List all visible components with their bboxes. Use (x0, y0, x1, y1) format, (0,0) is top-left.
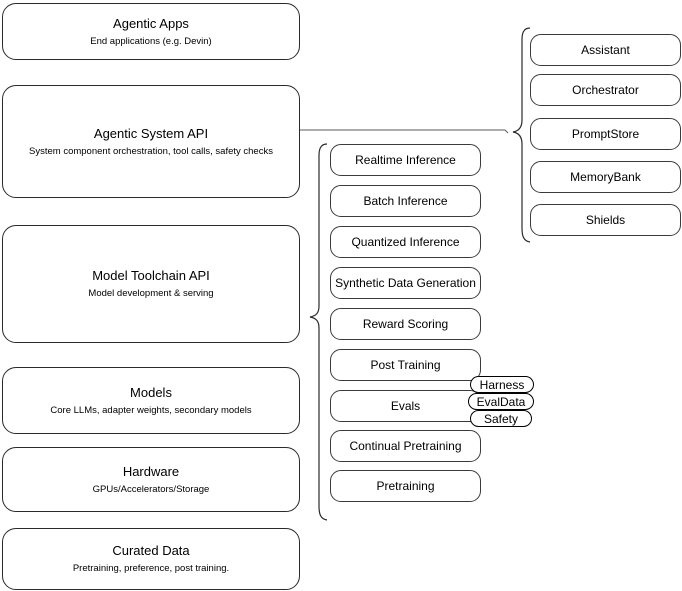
agentic-component-box-promptstore[interactable]: PromptStore (530, 118, 681, 150)
capability-label: Quantized Inference (351, 234, 460, 249)
agentic-component-label: Shields (585, 212, 626, 227)
layer-title: Hardware (122, 463, 180, 479)
capability-box-realtime-inference[interactable]: Realtime Inference (330, 144, 481, 176)
capability-label: Realtime Inference (355, 152, 456, 167)
agentic-component-label: MemoryBank (570, 169, 641, 184)
layer-subtitle: Core LLMs, adapter weights, secondary mo… (50, 404, 252, 416)
layer-box-hardware[interactable]: Hardware GPUs/Accelerators/Storage (2, 447, 300, 512)
agentic-component-label: Orchestrator (572, 82, 639, 97)
layer-title: Curated Data (112, 543, 190, 558)
capability-box-quantized-inference[interactable]: Quantized Inference (330, 226, 481, 258)
capability-box-batch-inference[interactable]: Batch Inference (330, 185, 481, 217)
layer-title: Model Toolchain API (92, 268, 210, 283)
capability-box-reward-scoring[interactable]: Reward Scoring (330, 308, 481, 340)
layer-subtitle: Model development & serving (88, 288, 214, 299)
capability-box-continual-pretraining[interactable]: Continual Pretraining (330, 430, 481, 462)
layer-box-models[interactable]: Models Core LLMs, adapter weights, secon… (2, 367, 300, 434)
evals-badge-evaldata[interactable]: EvalData (468, 393, 534, 410)
capability-label: Evals (390, 398, 421, 413)
capability-label: Batch Inference (363, 193, 448, 208)
evals-badge-label: EvalData (476, 394, 526, 409)
layer-subtitle: Pretraining, preference, post training. (72, 563, 230, 574)
capability-label: Continual Pretraining (349, 438, 462, 453)
layer-title: Agentic System API (93, 125, 209, 141)
agentic-component-box-assistant[interactable]: Assistant (530, 34, 681, 66)
layer-subtitle: End applications (e.g. Devin) (90, 35, 212, 47)
agentic-component-label: PromptStore (571, 126, 640, 141)
agentic-component-box-shields[interactable]: Shields (530, 204, 681, 236)
evals-badge-harness[interactable]: Harness (470, 376, 534, 393)
capability-box-post-training[interactable]: Post Training (330, 349, 481, 381)
layer-title: Agentic Apps (113, 15, 189, 31)
evals-badge-label: Safety (483, 411, 519, 426)
layer-box-model-toolchain-api[interactable]: Model Toolchain API Model development & … (2, 225, 300, 343)
brace-toolchain-capabilities (300, 140, 332, 524)
agentic-component-label: Assistant (581, 42, 630, 57)
capability-label: Post Training (370, 357, 441, 372)
capability-box-evals[interactable]: Evals (330, 390, 481, 422)
layer-subtitle: System component orchestration, tool cal… (29, 145, 273, 157)
capability-box-pretraining[interactable]: Pretraining (330, 470, 481, 502)
agentic-component-box-orchestrator[interactable]: Orchestrator (530, 74, 681, 106)
layer-subtitle: GPUs/Accelerators/Storage (92, 483, 210, 495)
layer-title: Models (130, 384, 172, 400)
capability-label: Synthetic Data Generation (335, 275, 476, 290)
capability-box-synthetic-data-generation[interactable]: Synthetic Data Generation (330, 267, 481, 299)
capability-label: Pretraining (376, 478, 435, 493)
capability-label: Reward Scoring (362, 316, 449, 331)
layer-box-agentic-apps[interactable]: Agentic Apps End applications (e.g. Devi… (2, 3, 300, 60)
connector-agentic-system-to-components (300, 125, 512, 137)
agentic-component-box-memorybank[interactable]: MemoryBank (530, 161, 681, 193)
evals-badge-label: Harness (479, 377, 525, 392)
layer-box-curated-data[interactable]: Curated Data Pretraining, preference, po… (2, 528, 300, 590)
layer-box-agentic-system-api[interactable]: Agentic System API System component orch… (2, 85, 300, 198)
evals-badge-safety[interactable]: Safety (470, 410, 532, 427)
